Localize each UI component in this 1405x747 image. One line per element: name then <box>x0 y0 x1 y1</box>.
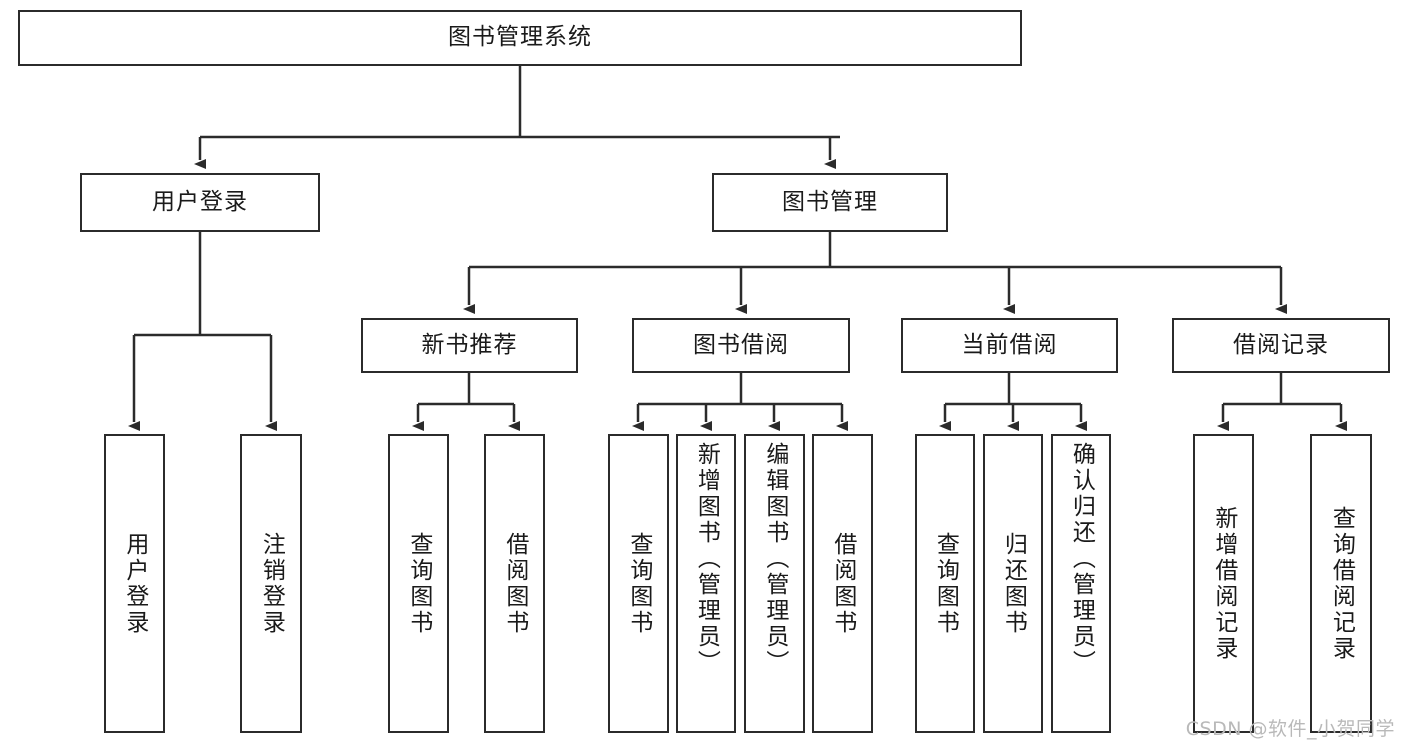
leaf-borrow-add-book-label: 新增图书（管理员） <box>693 442 720 676</box>
node-new-book-recommend-label: 新书推荐 <box>421 331 518 358</box>
leaf-records-add-record-label: 新增借阅记录 <box>1210 505 1237 662</box>
leaf-recommend-query-book[interactable]: 查询图书 <box>388 434 449 733</box>
node-book-management[interactable]: 图书管理 <box>712 173 948 232</box>
leaf-current-confirm-return[interactable]: 确认归还（管理员） <box>1051 434 1111 733</box>
leaf-current-return-book-label: 归还图书 <box>1000 531 1027 636</box>
leaf-borrow-borrow-book-label: 借阅图书 <box>829 531 856 636</box>
leaf-borrow-query-book[interactable]: 查询图书 <box>608 434 669 733</box>
node-user-login-label: 用户登录 <box>152 188 248 215</box>
leaf-borrow-edit-book[interactable]: 编辑图书（管理员） <box>744 434 805 733</box>
leaf-recommend-query-book-label: 查询图书 <box>405 531 432 636</box>
node-book-management-label: 图书管理 <box>782 188 878 215</box>
node-book-borrow-label: 图书借阅 <box>693 331 789 358</box>
watermark: CSDN @软件_小贺同学 <box>1185 718 1395 740</box>
node-user-login[interactable]: 用户登录 <box>80 173 320 232</box>
leaf-records-query-record[interactable]: 查询借阅记录 <box>1310 434 1372 733</box>
node-current-borrow[interactable]: 当前借阅 <box>901 318 1118 373</box>
leaf-current-return-book[interactable]: 归还图书 <box>983 434 1043 733</box>
leaf-borrow-add-book[interactable]: 新增图书（管理员） <box>676 434 736 733</box>
node-borrow-records-label: 借阅记录 <box>1233 331 1329 358</box>
node-borrow-records[interactable]: 借阅记录 <box>1172 318 1390 373</box>
leaf-borrow-query-book-label: 查询图书 <box>625 531 652 636</box>
leaf-current-query-book-label: 查询图书 <box>932 531 959 636</box>
node-current-borrow-label: 当前借阅 <box>961 331 1058 358</box>
node-root[interactable]: 图书管理系统 <box>18 10 1022 66</box>
leaf-user-login-logout[interactable]: 注销登录 <box>240 434 302 733</box>
leaf-borrow-edit-book-label: 编辑图书（管理员） <box>761 442 788 676</box>
leaf-records-query-record-label: 查询借阅记录 <box>1328 505 1355 662</box>
leaf-recommend-borrow-book-label: 借阅图书 <box>501 531 528 636</box>
leaf-user-login-login[interactable]: 用户登录 <box>104 434 165 733</box>
node-new-book-recommend[interactable]: 新书推荐 <box>361 318 578 373</box>
leaf-records-add-record[interactable]: 新增借阅记录 <box>1193 434 1254 733</box>
node-book-borrow[interactable]: 图书借阅 <box>632 318 850 373</box>
leaf-user-login-logout-label: 注销登录 <box>258 531 285 636</box>
leaf-recommend-borrow-book[interactable]: 借阅图书 <box>484 434 545 733</box>
node-root-label: 图书管理系统 <box>448 24 592 51</box>
leaf-current-confirm-return-label: 确认归还（管理员） <box>1068 442 1095 676</box>
leaf-user-login-login-label: 用户登录 <box>121 531 148 636</box>
leaf-current-query-book[interactable]: 查询图书 <box>915 434 975 733</box>
leaf-borrow-borrow-book[interactable]: 借阅图书 <box>812 434 873 733</box>
